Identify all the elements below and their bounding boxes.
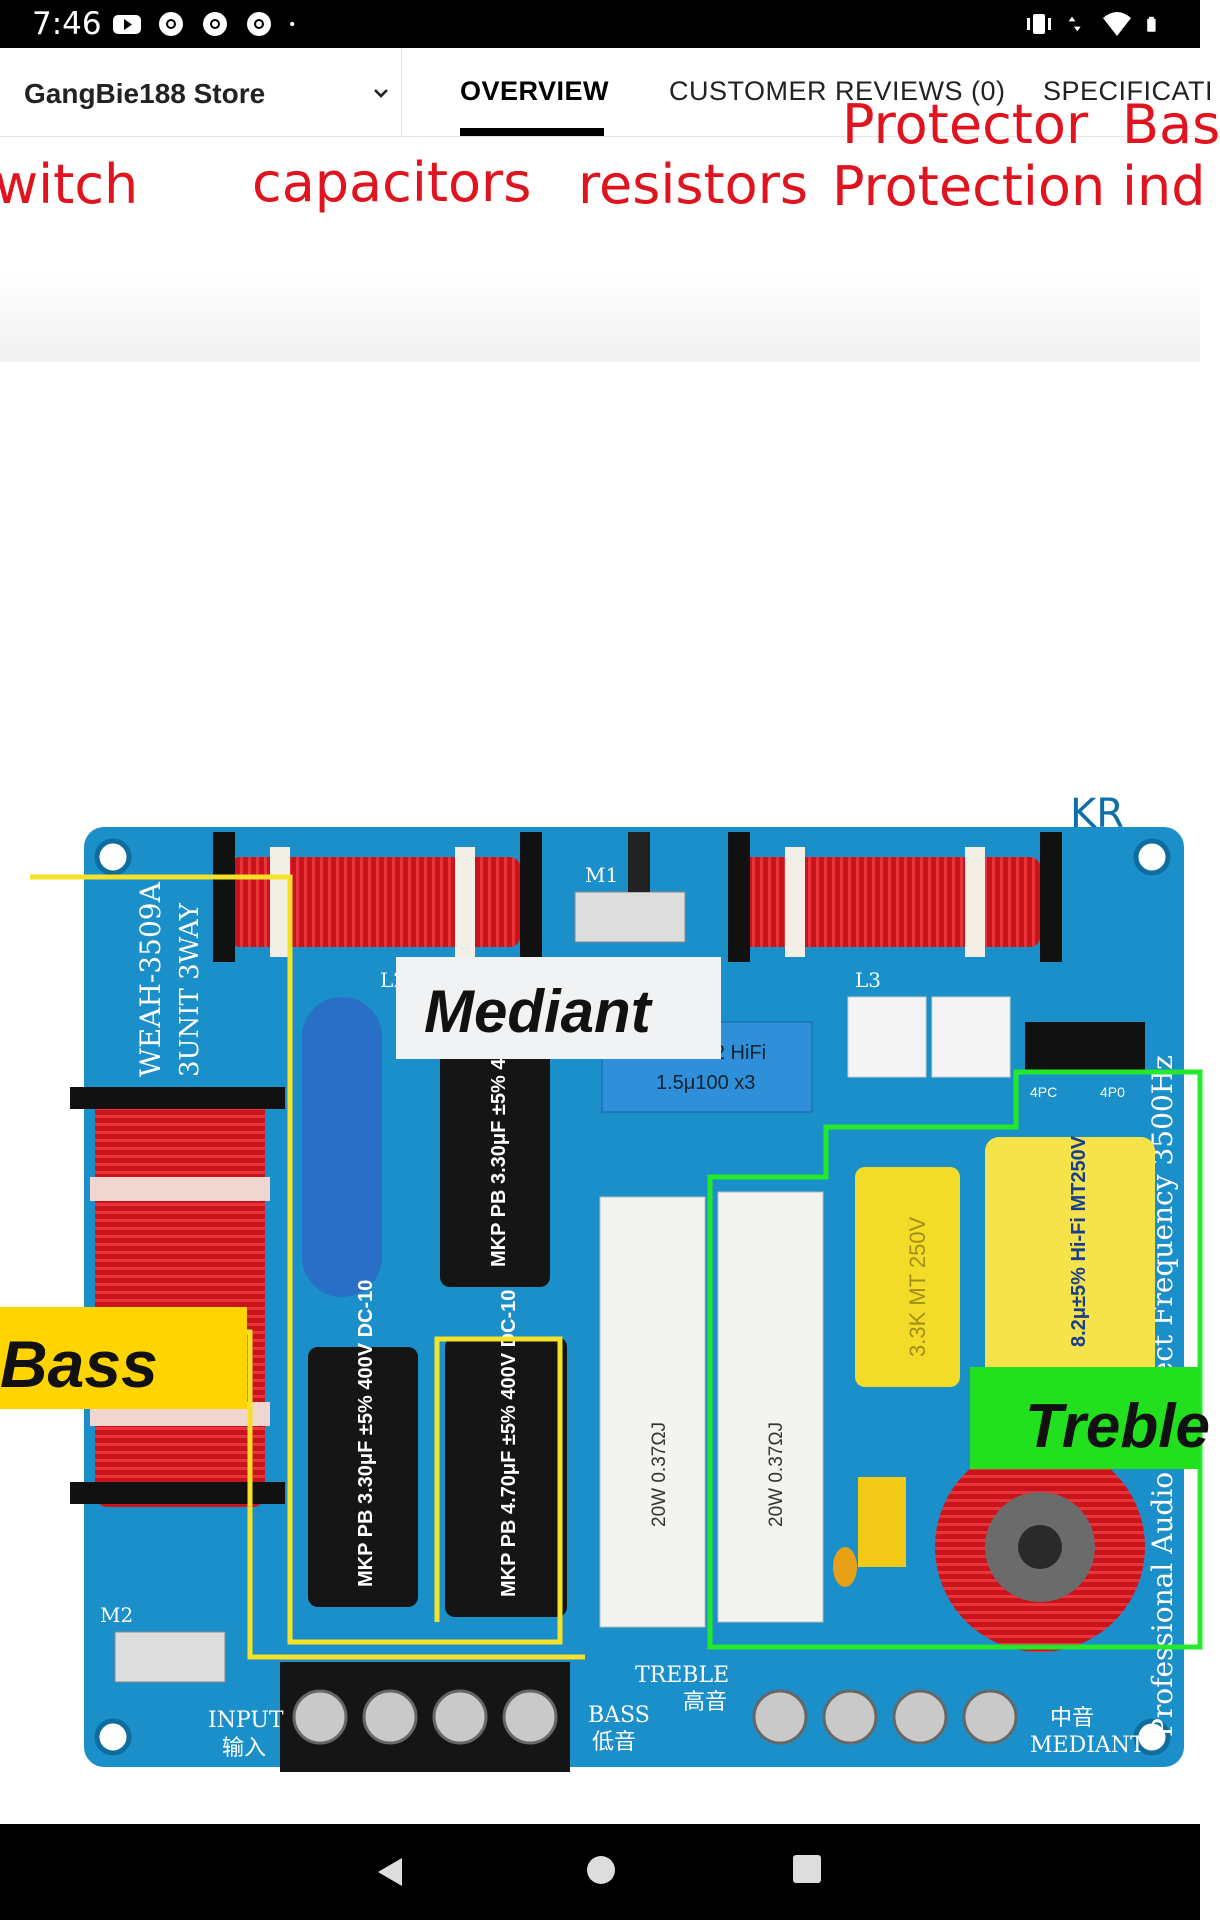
coil-l2 [230,857,520,947]
label-treble: Treble [1025,1392,1210,1461]
image-label-switch: witch [0,153,139,216]
chrome-icon [203,12,227,36]
wifi-icon [1103,12,1131,36]
capacitor-yellow-1 [855,1167,960,1387]
label-mediant-box [396,957,721,1059]
product-image-top-strip: witch capacitors resistors Protection in… [0,93,1220,362]
board-text-model: WEAH-3509A [134,881,167,1077]
store-header: GangBie188 Store OVERVIEW CUSTOMER REVIE… [0,48,1213,137]
label-treble-box [970,1367,1200,1469]
image-label-bas-partial: Bas [1122,93,1220,156]
board-text-treble-cn: 高音 [683,1689,727,1714]
tab-specifications[interactable]: SPECIFICATI [1043,76,1214,106]
image-label-capacitors: capacitors [252,151,532,214]
board-text-model-sub: 3UNIT 3WAY [175,902,205,1077]
res1-text: 20W 0.37ΩJ [649,1422,670,1527]
image-label-protector-partial: Protector [842,93,1089,156]
cap-black3-text: MKP PB 4.70μF ±5% 400V DC-10 [498,1290,520,1597]
capacitor-yellow-2 [985,1137,1155,1382]
board-text-input-cn: 输入 [222,1735,266,1760]
board-text-treble: TREBLE [635,1663,729,1688]
chrome-icon [247,12,271,36]
cap-black2-text: MKP PB 3.30μF ±5% 400V DC-10 [355,1280,377,1587]
status-bar: 7:46 [0,0,1200,48]
capacitor-blue-tall [302,997,382,1297]
crossover-board-image[interactable]: M1 KR WEAH-3509A 3UNIT 3WAY Professional… [0,667,1210,1817]
tab-customer-reviews[interactable]: CUSTOMER REVIEWS (0) [669,76,1006,106]
board-text-l3: L3 [855,968,881,992]
board-text-bass: BASS [588,1703,650,1728]
board-text-mediant: MEDIANT [1030,1733,1145,1758]
tab-overview[interactable]: OVERVIEW [460,76,610,106]
switch-m1 [574,891,686,943]
home-icon[interactable] [585,1854,617,1886]
back-icon[interactable] [372,1854,408,1890]
status-time: 7:46 [32,6,102,42]
coil-bass [95,1087,265,1507]
res2-text: 20W 0.37ΩJ [766,1422,787,1527]
store-name[interactable]: GangBie188 Store [24,78,266,109]
capacitor-mkp-1 [440,1027,550,1287]
cap-yellow1-text: 3.3K MT 250V [905,1216,930,1357]
data-arrows-icon [1068,16,1081,32]
youtube-icon [113,15,141,34]
board-text-bass-cn: 低音 [592,1729,636,1754]
board-text-input: INPUT [208,1708,284,1733]
resistor-2 [717,1191,824,1623]
image-label-resistors: resistors [578,153,809,216]
board-text-mediant-cn: 中音 [1050,1705,1094,1730]
capacitor-mkp-2 [308,1347,418,1607]
board-text-kr: KR [1070,791,1124,837]
board-text-m2: M2 [100,1603,133,1627]
chevron-down-icon[interactable] [370,82,392,104]
switch-m2 [114,1631,226,1683]
image-label-ind: ind [1122,155,1206,218]
product-description: witch capacitors resistors Protection in… [0,93,1220,1824]
battery-icon [1147,16,1156,32]
resistor-1 [599,1196,706,1628]
recents-icon[interactable] [792,1854,822,1884]
switch-left-text: 4PC [1030,1084,1057,1100]
label-bass-box [0,1307,247,1409]
switch-treble [1025,1022,1145,1072]
capacitor-mkp-3 [445,1337,567,1617]
label-mediant: Mediant [424,978,654,1045]
image-label-protection: Protection [832,155,1106,218]
header-divider [401,48,402,136]
cap-blue-text2: 1.5μ100 x3 [656,1072,755,1094]
vibrate-icon [1027,14,1051,34]
dot-icon [290,21,295,27]
system-nav-bar [0,1824,1200,1920]
active-tab-indicator [460,128,604,136]
switch-right-text: 4P0 [1100,1084,1125,1100]
chrome-icon [159,12,183,36]
label-bass: Bass [0,1327,158,1401]
cap-yellow2-text: 8.2μ±5% Hi-Fi MT250V [1068,1135,1090,1347]
board-text-m1: M1 [585,863,618,887]
